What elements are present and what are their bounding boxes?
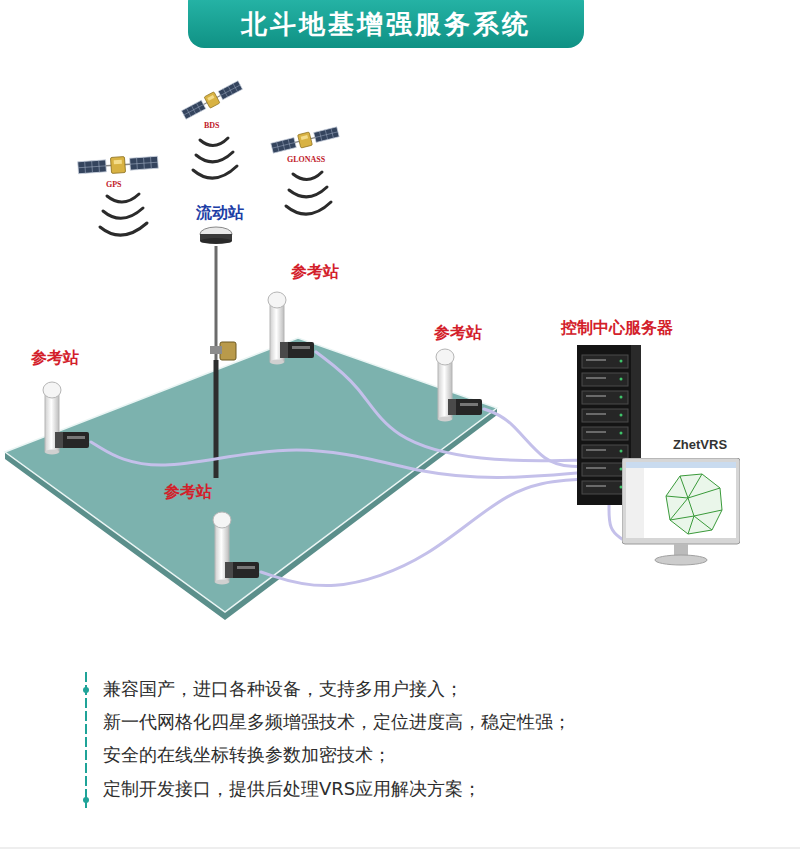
antenna-symbol <box>41 378 91 456</box>
rover-node: 流动站 <box>198 226 234 246</box>
signal-arc <box>200 138 228 146</box>
signal-arc <box>286 202 331 214</box>
bullet-dot <box>83 797 89 803</box>
bottom-divider <box>0 848 800 849</box>
node-label: 流动站 <box>196 204 244 222</box>
feature-note: 兼容国产，进口各种设备，支持多用户接入； <box>103 678 463 700</box>
cable-connector <box>91 442 577 478</box>
title-text: 北斗地基增强服务系统 <box>188 4 584 44</box>
antenna-symbol <box>434 345 484 423</box>
signal-arc <box>289 187 327 197</box>
rover-clamp <box>210 346 222 354</box>
signal-arc <box>293 172 322 180</box>
rover-controller <box>220 342 236 360</box>
satellite-name: GPS <box>106 180 122 190</box>
rover-pole <box>215 246 218 478</box>
signal-waves <box>100 138 331 235</box>
bds-satellite <box>181 79 244 120</box>
ground-plane <box>5 338 497 612</box>
node-label: 参考站 <box>291 263 339 281</box>
antenna-symbol <box>211 508 261 586</box>
cable-connector <box>484 409 577 467</box>
signal-arc <box>196 152 233 162</box>
antenna-symbol <box>266 288 316 366</box>
cable-connector <box>609 505 622 539</box>
gps-satellite <box>78 154 159 176</box>
bullet-dot <box>83 687 89 693</box>
cable-connector <box>261 479 577 585</box>
signal-arc <box>107 194 139 202</box>
station-node: 参考站 <box>41 378 91 456</box>
signal-arc <box>193 166 237 178</box>
satellite-name: BDS <box>204 121 220 131</box>
node-label: 参考站 <box>434 324 482 342</box>
cable-connector <box>316 352 577 461</box>
feature-note: 定制开发接口，提供后处理VRS应用解决方案； <box>103 778 481 800</box>
monitor-node: ZhetVRS <box>622 458 740 566</box>
title-banner <box>188 0 584 48</box>
signal-arc <box>100 223 147 235</box>
station-node: 参考站 <box>211 508 261 586</box>
satellite-name: GLONASS <box>287 155 325 165</box>
node-label: 控制中心服务器 <box>561 319 673 337</box>
node-label: 参考站 <box>164 483 212 501</box>
glonass-satellite <box>270 125 339 155</box>
station-node: 参考站 <box>266 288 316 366</box>
feature-note: 安全的在线坐标转换参数加密技术； <box>103 744 391 766</box>
signal-arc <box>103 208 143 218</box>
feature-note: 新一代网格化四星多频增强技术，定位进度高，稳定性强； <box>103 711 571 733</box>
node-label: 参考站 <box>31 349 79 367</box>
station-node: 参考站 <box>434 345 484 423</box>
monitor-symbol <box>622 458 740 566</box>
rover-antenna <box>198 226 234 246</box>
node-label: ZhetVRS <box>673 438 727 452</box>
